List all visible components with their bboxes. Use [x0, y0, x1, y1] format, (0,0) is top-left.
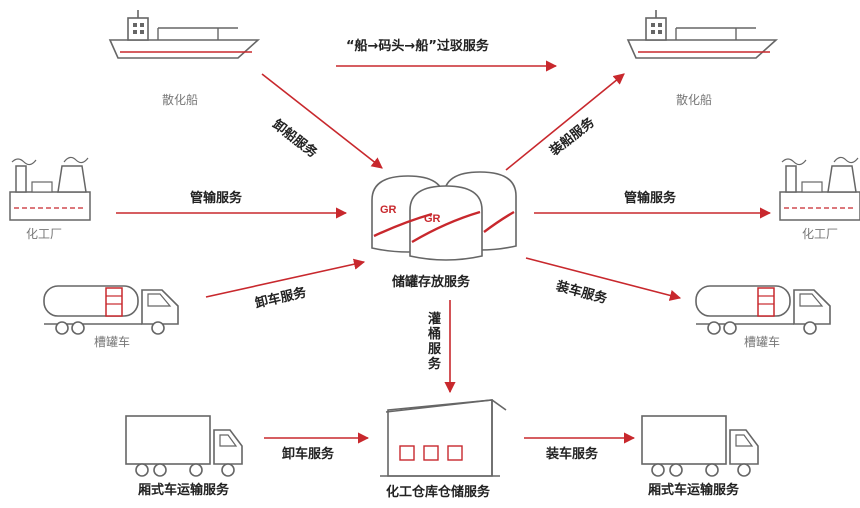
tank-truck-right-icon: [695, 285, 831, 335]
truck-left-label: 厢式车运输服务: [138, 483, 230, 498]
truck-right-label: 厢式车运输服务: [648, 483, 740, 498]
pipe-in-label: 管输服务: [190, 191, 243, 206]
ship-left-label: 散化船: [162, 93, 199, 107]
factory-left-label: 化工厂: [26, 227, 63, 241]
chemical-plant-left-icon: [9, 156, 91, 221]
unload-truck-label: 卸车服务: [282, 447, 335, 462]
bulk-ship-left-icon: [109, 9, 259, 59]
storage-tanks-icon: GR GR: [371, 171, 517, 261]
tank-logo: GR: [380, 204, 397, 216]
storage-label: 储罐存放服务: [392, 275, 471, 290]
chemical-plant-right-icon: [779, 156, 860, 221]
load-tanker-arrow: [525, 257, 682, 301]
load-ship-arrow: [505, 73, 625, 171]
warehouse-label: 化工仓库仓储服务: [386, 485, 491, 500]
unload-ship-arrow: [261, 73, 383, 169]
tank-truck-left-icon: [43, 285, 179, 335]
ship-right-label: 散化船: [676, 93, 713, 107]
unload-tanker-arrow: [205, 258, 366, 298]
factory-right-label: 化工厂: [802, 227, 839, 241]
tanker-left-label: 槽罐车: [94, 335, 131, 349]
box-truck-right-icon: [641, 415, 759, 477]
bulk-ship-right-icon: [627, 9, 777, 59]
tank-logo: GR: [424, 213, 441, 225]
box-truck-left-icon: [125, 415, 243, 477]
transit-label: “船→码头→船”过驳服务: [346, 39, 489, 54]
drum-filling-label: 灌桶服务: [428, 312, 442, 372]
warehouse-icon: [380, 399, 507, 477]
load-truck-label: 装车服务: [546, 447, 599, 462]
pipe-out-label: 管输服务: [624, 191, 677, 206]
tanker-right-label: 槽罐车: [744, 335, 781, 349]
